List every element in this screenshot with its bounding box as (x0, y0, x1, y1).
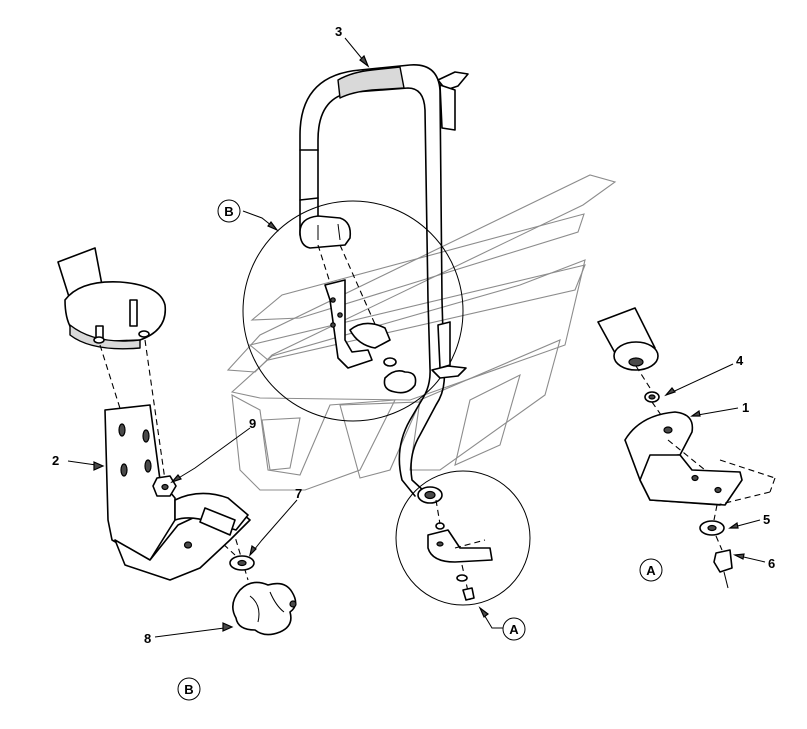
callout-1: 1 (742, 400, 749, 415)
callout-3: 3 (335, 24, 342, 39)
callout-8: 8 (144, 631, 151, 646)
main-tube-frame (299, 64, 469, 504)
callout-2: 2 (52, 453, 59, 468)
detail-a-assembly (427, 499, 493, 601)
watermark-logo (226, 174, 617, 491)
detail-ref-b-top: B (217, 199, 241, 223)
callout-9: 9 (249, 416, 256, 431)
detail-ref-a-detail: A (639, 558, 663, 582)
leader-lines (67, 37, 766, 638)
detail-b-assembly (299, 215, 417, 394)
svg-text:A: A (646, 563, 656, 578)
right-exploded-group (597, 307, 776, 589)
callout-7: 7 (295, 486, 302, 501)
svg-text:B: B (224, 204, 233, 219)
callout-4: 4 (736, 353, 744, 368)
svg-text:A: A (509, 622, 519, 637)
callout-6: 6 (768, 556, 775, 571)
left-exploded-group (57, 247, 297, 636)
detail-ref-a-pointer: A (502, 617, 526, 641)
detail-circle-a (395, 470, 531, 606)
detail-circle-b (242, 200, 464, 422)
callout-5: 5 (763, 512, 770, 527)
svg-text:B: B (184, 682, 193, 697)
detail-ref-b-bottom: B (177, 677, 201, 701)
